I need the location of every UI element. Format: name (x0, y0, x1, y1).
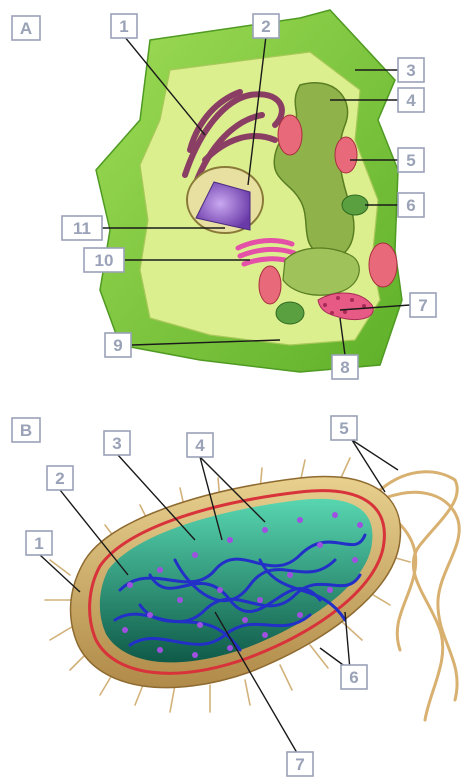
callout-a-5: 5 (398, 148, 424, 172)
callout-a-4: 4 (398, 88, 424, 112)
chloroplast-shape (259, 266, 281, 304)
svg-text:2: 2 (261, 17, 270, 36)
svg-text:1: 1 (119, 17, 128, 36)
organelle-green (342, 195, 368, 215)
svg-text:6: 6 (406, 196, 415, 215)
chloroplast-shape (369, 243, 397, 287)
panel-label-a: A (12, 16, 40, 40)
callout-a-7: 7 (410, 293, 436, 317)
vacuole-lower (283, 248, 359, 295)
svg-text:B: B (20, 421, 32, 440)
organelle-green (276, 302, 304, 324)
svg-text:2: 2 (55, 469, 64, 488)
svg-text:10: 10 (95, 251, 114, 270)
callout-b-6: 6 (341, 665, 367, 689)
callout-a-1: 1 (111, 14, 137, 38)
svg-text:A: A (20, 19, 32, 38)
svg-text:3: 3 (112, 434, 121, 453)
plant-cell-illustration (96, 10, 402, 372)
svg-text:7: 7 (295, 755, 304, 774)
callout-a-11: 11 (62, 216, 102, 240)
callout-a-3: 3 (398, 58, 424, 82)
svg-text:8: 8 (340, 358, 349, 377)
svg-text:6: 6 (349, 668, 358, 687)
callout-b-7: 7 (287, 752, 313, 776)
callout-a-9: 9 (105, 333, 131, 357)
callout-a-6: 6 (398, 193, 424, 217)
bacterium-illustration (45, 458, 459, 720)
callout-b-5: 5 (331, 416, 357, 440)
panel-label-b: B (12, 418, 40, 442)
chloroplast-shape (278, 115, 302, 155)
callout-b-4: 4 (187, 433, 213, 457)
callout-a-2: 2 (253, 14, 279, 38)
svg-text:4: 4 (195, 436, 205, 455)
callout-b-2: 2 (47, 466, 73, 490)
callout-a-10: 10 (84, 248, 124, 272)
svg-text:4: 4 (406, 91, 416, 110)
callout-b-3: 3 (104, 431, 130, 455)
svg-text:7: 7 (418, 296, 427, 315)
svg-text:9: 9 (113, 336, 122, 355)
svg-text:5: 5 (339, 419, 348, 438)
chloroplast-shape (335, 137, 357, 173)
callout-b-1: 1 (26, 531, 52, 555)
svg-text:5: 5 (406, 151, 415, 170)
svg-text:1: 1 (34, 534, 43, 553)
callout-a-8: 8 (332, 355, 358, 379)
svg-text:11: 11 (73, 219, 91, 238)
svg-text:3: 3 (406, 61, 415, 80)
